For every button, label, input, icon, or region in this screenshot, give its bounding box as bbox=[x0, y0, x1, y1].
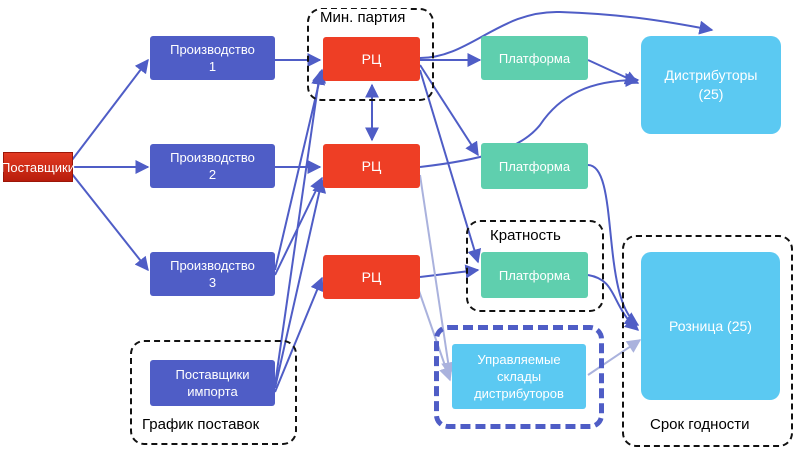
rc-2-node: РЦ bbox=[323, 144, 420, 188]
import-suppliers-node: Поставщики импорта bbox=[150, 360, 275, 406]
rc-1-node: РЦ bbox=[323, 37, 420, 81]
arrow-plat3-retail bbox=[587, 274, 640, 331]
production-1-node: Производство 1 bbox=[150, 36, 275, 80]
multiplicity-label: Кратность bbox=[490, 227, 561, 244]
arrow-rc2-managed bbox=[419, 174, 456, 377]
arrow-rc1-dist bbox=[419, 10, 714, 59]
platform-2-node: Платформа bbox=[481, 143, 588, 189]
delivery-schedule-frame bbox=[130, 340, 297, 445]
arrow-prod3-rc1 bbox=[274, 68, 326, 271]
platform-1-node: Платформа bbox=[481, 36, 588, 80]
arrow-managed-retail bbox=[587, 339, 642, 376]
arrow-plat1-dist bbox=[587, 59, 640, 85]
arrow-suppliers-prod3 bbox=[71, 173, 149, 272]
arrow-rc3-plat3 bbox=[419, 264, 480, 279]
arrow-import-rc1 bbox=[274, 70, 326, 386]
arrow-rc2-dist bbox=[419, 73, 640, 168]
suppliers-node: Поставщики bbox=[1, 152, 75, 182]
multiplicity-frame bbox=[466, 220, 604, 312]
arrow-rc1-plat2 bbox=[419, 64, 479, 157]
managed-warehouses-node: Управляемые склады дистрибуторов bbox=[452, 344, 586, 409]
shelf-life-frame bbox=[622, 235, 793, 447]
production-3-node: Производство 3 bbox=[150, 252, 275, 296]
arrow-import-rc2 bbox=[274, 178, 327, 389]
min-batch-label: Мин. партия bbox=[318, 9, 408, 26]
managed-warehouses-frame bbox=[434, 325, 604, 429]
distributors-node: Дистрибуторы (25) bbox=[641, 36, 781, 134]
arrow-plat2-retail bbox=[587, 164, 640, 326]
rc-3-node: РЦ bbox=[323, 255, 420, 299]
delivery-schedule-label: График поставок bbox=[142, 416, 260, 433]
shelf-life-label: Срок годности bbox=[650, 416, 750, 433]
retail-node: Розница (25) bbox=[641, 252, 780, 400]
arrow-suppliers-prod1 bbox=[71, 58, 149, 161]
arrow-import-rc3 bbox=[274, 276, 324, 393]
platform-3-node: Платформа bbox=[481, 252, 588, 298]
production-2-node: Производство 2 bbox=[150, 144, 275, 188]
